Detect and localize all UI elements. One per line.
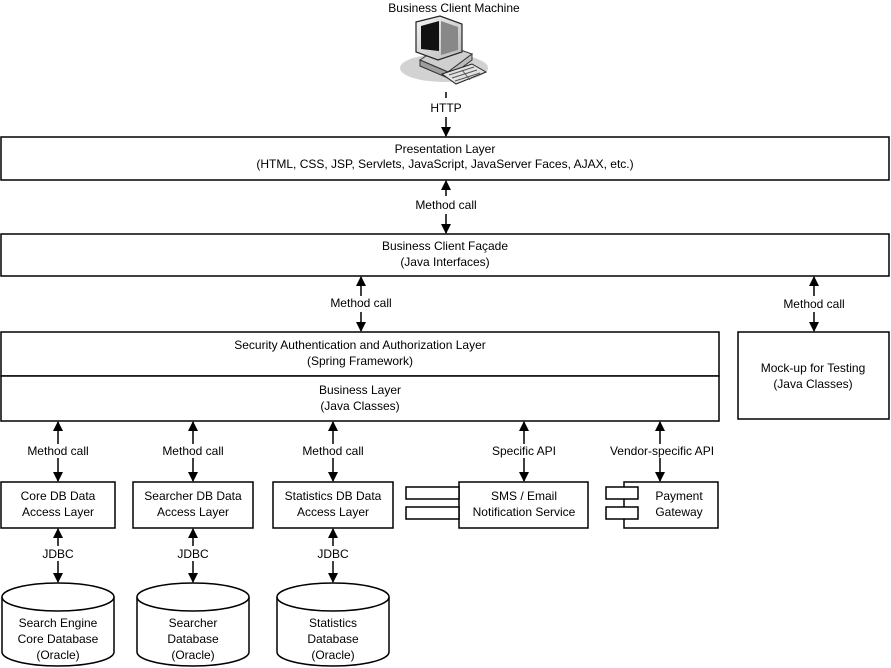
sms-service-line1: SMS / Email — [491, 489, 557, 503]
client-label: Business Client Machine — [388, 1, 520, 15]
payment-gateway-box — [623, 481, 719, 529]
security-layer-title: Security Authentication and Authorizatio… — [234, 338, 486, 352]
searcher-jdbc-label: JDBC — [177, 547, 209, 561]
core-database-icon — [1, 582, 115, 667]
business-searcher-label: Method call — [162, 444, 223, 458]
mockup-box — [737, 331, 890, 420]
payment-component-tab-bottom — [605, 506, 639, 520]
statistics-dal-line2: Access Layer — [297, 505, 369, 519]
facade-layer-title: Business Client Façade — [382, 239, 508, 253]
searcher-dal-line2: Access Layer — [157, 505, 229, 519]
mockup-subtitle: (Java Classes) — [773, 377, 852, 391]
presentation-layer-subtitle: (HTML, CSS, JSP, Servlets, JavaScript, J… — [256, 157, 633, 171]
core-db-line1: Search Engine — [19, 616, 98, 630]
statistics-dal-box — [272, 481, 394, 529]
sms-service-box — [458, 481, 589, 529]
business-layer-box — [0, 375, 720, 422]
facade-layer-subtitle: (Java Interfaces) — [400, 255, 489, 269]
core-db-line3: (Oracle) — [36, 648, 79, 662]
sms-service-line2: Notification Service — [473, 505, 576, 519]
http-label: HTTP — [430, 101, 461, 115]
payment-gateway-line1: Payment — [655, 489, 703, 503]
core-db-line2: Core Database — [18, 632, 99, 646]
business-sms-label: Specific API — [492, 444, 556, 458]
presentation-layer-title: Presentation Layer — [395, 142, 496, 156]
business-statistics-label: Method call — [302, 444, 363, 458]
presentation-facade-label: Method call — [415, 198, 476, 212]
facade-mockup-label: Method call — [783, 297, 844, 311]
statistics-db-line3: (Oracle) — [311, 648, 354, 662]
business-layer-subtitle: (Java Classes) — [320, 399, 399, 413]
core-dal-line2: Access Layer — [22, 505, 94, 519]
statistics-db-line1: Statistics — [309, 616, 357, 630]
searcher-db-line1: Searcher — [169, 616, 218, 630]
presentation-layer-box — [0, 136, 890, 181]
security-layer-subtitle: (Spring Framework) — [307, 354, 413, 368]
core-jdbc-label: JDBC — [42, 547, 74, 561]
searcher-dal-box — [132, 481, 254, 529]
business-core-label: Method call — [27, 444, 88, 458]
statistics-db-line2: Database — [307, 632, 359, 646]
searcher-db-line3: (Oracle) — [171, 648, 214, 662]
mockup-title: Mock-up for Testing — [761, 361, 866, 375]
facade-security-label: Method call — [330, 296, 391, 310]
statistics-database-icon — [276, 582, 390, 667]
facade-layer-box — [0, 233, 890, 277]
payment-component-tab-top — [605, 486, 639, 500]
core-dal-line1: Core DB Data — [21, 489, 96, 503]
searcher-database-icon — [136, 582, 250, 667]
business-payment-label: Vendor-specific API — [610, 444, 714, 458]
searcher-db-line2: Database — [167, 632, 219, 646]
statistics-jdbc-label: JDBC — [317, 547, 349, 561]
computer-icon — [400, 15, 488, 85]
searcher-dal-line1: Searcher DB Data — [144, 489, 242, 503]
payment-gateway-line2: Gateway — [655, 505, 702, 519]
statistics-dal-line1: Statistics DB Data — [285, 489, 382, 503]
sms-component-tab-bottom — [405, 506, 460, 520]
sms-component-tab-top — [405, 486, 460, 500]
business-layer-title: Business Layer — [319, 383, 401, 397]
